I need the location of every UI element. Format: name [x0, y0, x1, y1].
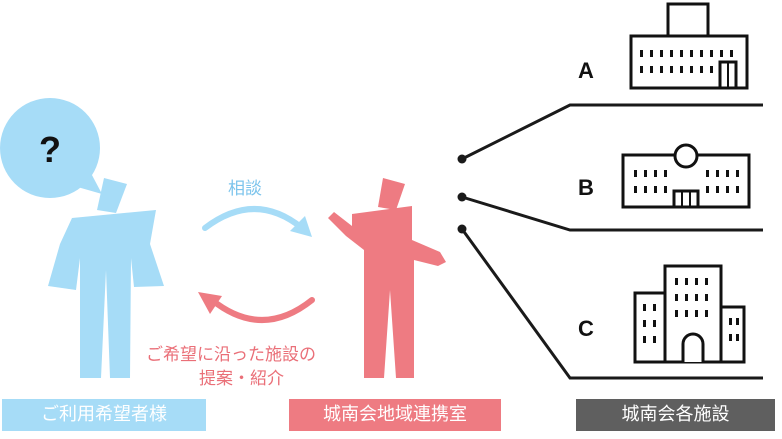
speech-bubble: [0, 98, 102, 198]
proposal-arrow: [198, 292, 315, 323]
building-b-icon: [621, 143, 751, 209]
user-figure: [48, 178, 164, 378]
facility-letter-a: A: [578, 58, 594, 83]
connector-lines: [460, 103, 763, 380]
office-label: 城南会地域連携室: [289, 399, 501, 431]
proposal-label-line1: ご希望に沿った施設の: [146, 345, 316, 365]
building-c-icon: [633, 264, 746, 364]
office-figure: [328, 178, 446, 378]
facility-letter-c: C: [578, 316, 594, 341]
proposal-label-line2: 提案・紹介: [199, 369, 284, 389]
facilities-label: 城南会各施設: [576, 399, 775, 431]
facility-letter-b: B: [578, 175, 594, 200]
building-a-icon: [629, 2, 749, 90]
consult-arrow: [202, 206, 312, 237]
question-mark: ?: [39, 129, 61, 170]
user-label: ご利用希望者様: [2, 399, 206, 431]
connector-dots: [457, 154, 467, 234]
consult-label: 相談: [228, 179, 262, 199]
